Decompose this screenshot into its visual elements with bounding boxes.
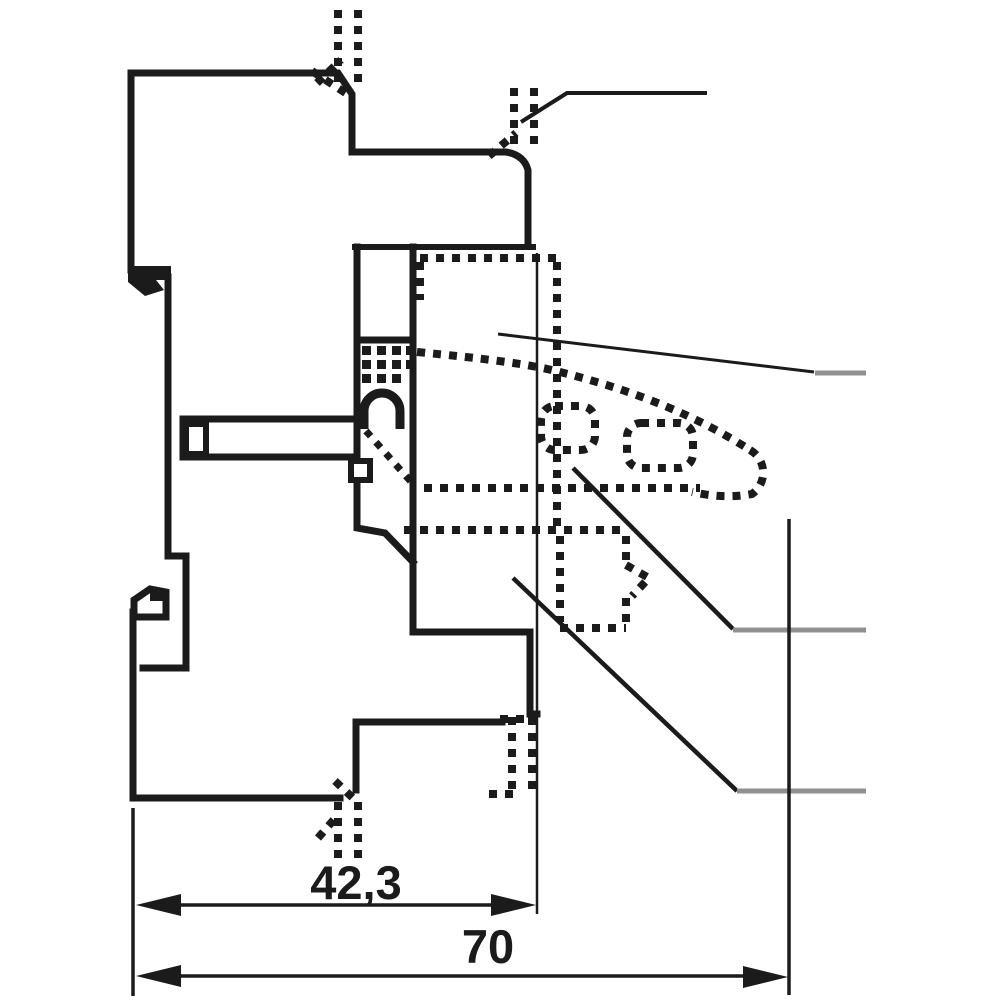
din-rail-clip-top [128, 266, 172, 560]
dashed-plug-outline [404, 254, 626, 534]
dashed-mounting-pins [309, 10, 538, 860]
dim-label-70: 70 [462, 920, 514, 973]
leader-lines [497, 91, 866, 794]
dashed-connector-lower [556, 536, 656, 632]
hatch-dots [362, 346, 414, 383]
leader-line-top [519, 91, 707, 124]
dashed-pin-bottom-right [489, 715, 536, 798]
lever-hole-left [537, 402, 599, 454]
clip-bottom-step [139, 552, 190, 672]
pin-top-left-tilt [314, 57, 344, 86]
dashed-pin-top-left [309, 10, 362, 98]
clip-bottom-hook-notch [150, 589, 166, 601]
dim-arrow-42-3-right [491, 894, 536, 916]
leader-line-lower-1 [571, 466, 735, 631]
upper-outer-profile [127, 69, 532, 274]
device-side-profile [127, 69, 541, 802]
latch-arch [359, 388, 405, 429]
latch-square-notch [348, 458, 373, 483]
leader-line-lower-2 [511, 576, 739, 793]
lever-top-edge [416, 348, 753, 454]
pin-bottom-left-tilt [314, 813, 341, 841]
dim-label-42-3: 42,3 [310, 856, 401, 909]
front-block-left-edge [353, 243, 418, 567]
release-pin [179, 415, 361, 461]
lever-tip [691, 446, 768, 501]
bottom-shelf [352, 718, 506, 794]
dim-arrow-70-right [743, 966, 788, 988]
dimension-70: 70 [136, 920, 788, 988]
lower-front-contour [409, 628, 541, 718]
latch-dotted-diagonal [363, 428, 416, 487]
din-rail-clip-bottom [130, 552, 190, 672]
top-left-step-dots [309, 67, 350, 98]
dimension-extension-lines [131, 253, 791, 996]
dashed-pin-bottom-left [314, 778, 362, 860]
leader-line-middle [497, 332, 815, 374]
dimension-42-3: 42,3 [136, 856, 536, 916]
connector-right-notch [624, 561, 656, 599]
dashed-pin-top-right [486, 88, 538, 160]
lever-hole-right [623, 419, 697, 472]
dim-arrow-42-3-left [136, 894, 181, 916]
release-pin-slot [183, 421, 209, 457]
clip-top-hook [128, 266, 171, 296]
release-pin-outline [179, 415, 361, 461]
pin-top-right-tilt [486, 129, 519, 160]
latch-mechanism [348, 346, 416, 487]
dashed-lever-outline [416, 348, 768, 501]
dim-arrow-70-left [136, 965, 181, 987]
base-line [129, 608, 344, 802]
bottom-left-step-dots [332, 778, 358, 803]
